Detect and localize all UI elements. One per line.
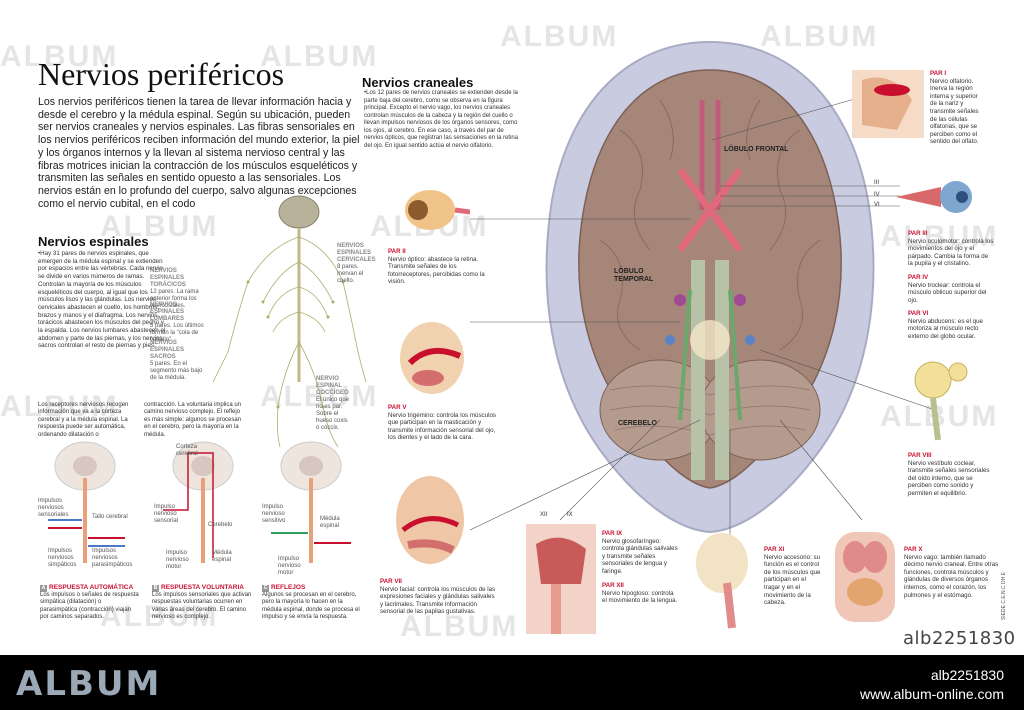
badge-c: C [262, 585, 269, 592]
head-facial-illustration [396, 476, 464, 564]
head-trigeminal-illustration [400, 322, 464, 394]
eye-illustration-left [405, 190, 470, 230]
reflex-diagram [271, 441, 351, 563]
cranial-nerves-text: •Los 12 pares de nervios craneales se ex… [364, 90, 519, 149]
roman-iv: IV [874, 192, 880, 198]
spinal-nerves-heading: Nervios espinales [38, 234, 149, 249]
cerebellum-label: Cerebelo [208, 522, 233, 528]
infographic-page: ALBUM ALBUM ALBUM ALBUM ALBUM ALBUM ALBU… [0, 20, 1016, 649]
page-title: Nervios periféricos [38, 56, 285, 92]
cerebellum-brain-label: CEREBELO [618, 420, 657, 427]
motor-impulse-label: Impulso nervioso motor [166, 550, 189, 570]
badge-b: B [152, 585, 159, 592]
brain-underside-illustration [545, 40, 875, 534]
stock-id-label: alb2251830 [903, 628, 1016, 649]
contraction-text: contracción. La voluntaria implica un ca… [144, 402, 242, 438]
leader-lines [469, 97, 936, 540]
throat-illustration [526, 524, 596, 634]
sensory-impulses-label: Impulsos nerviosos sensoriales [38, 498, 69, 518]
cranial-nerves-heading: Nervios craneales [362, 75, 474, 90]
nose-illustration [852, 70, 924, 138]
footer-image-id: alb2251830 [930, 667, 1004, 683]
badge-a: A [40, 585, 47, 592]
spinal-cord-label-2: Médula espinal [320, 516, 340, 529]
automatic-response-diagram [48, 441, 125, 563]
sensory-impulse-label: Impulso nervioso sensorial [154, 504, 179, 524]
ear-illustration [914, 361, 968, 441]
neck-skeleton-illustration [696, 533, 748, 629]
album-logo[interactable]: ALBUM [16, 664, 162, 704]
nervous-system-illustration [212, 195, 367, 448]
parasympathetic-impulses-label: Impulsos nerviosos parasimpáticos [92, 548, 133, 568]
footer-url[interactable]: www.album-online.com [860, 686, 1004, 702]
brainstem-label: Tallo cerebral [92, 514, 128, 520]
sensitive-impulse-label: Impulso nervioso sensitivo [262, 504, 286, 524]
cerebral-cortex-label: Corteza cerebral [176, 444, 198, 457]
spinal-nerves-text: •Hay 31 pares de nervios espinales, que … [38, 250, 166, 350]
footer-bar [0, 655, 1024, 710]
frontal-lobe-label: LÓBULO FRONTAL [724, 146, 789, 153]
voluntary-response-diagram [163, 441, 234, 563]
motor-impulse-label-2: Impulso nervioso motor [278, 556, 301, 576]
sympathetic-impulses-label: Impulsos nerviosos simpáticos [48, 548, 77, 568]
roman-vi: VI [874, 202, 880, 208]
receptors-text: Los receptores nerviosos recogen informa… [38, 402, 129, 438]
spinal-cord-label: Médula espinal [212, 550, 232, 563]
roman-ix: IX [567, 512, 573, 518]
eye-muscles-illustration [896, 181, 972, 213]
side-code: SIEDE C.E.N.C DH E [1001, 572, 1007, 621]
intro-paragraph: Los nervios periféricos tienen la tarea … [38, 96, 360, 210]
torso-organs-illustration [835, 532, 895, 622]
temporal-lobe-label: LÓBULO TEMPORAL [614, 268, 654, 283]
roman-xii: XII [540, 512, 548, 518]
roman-iii: III [874, 180, 880, 186]
